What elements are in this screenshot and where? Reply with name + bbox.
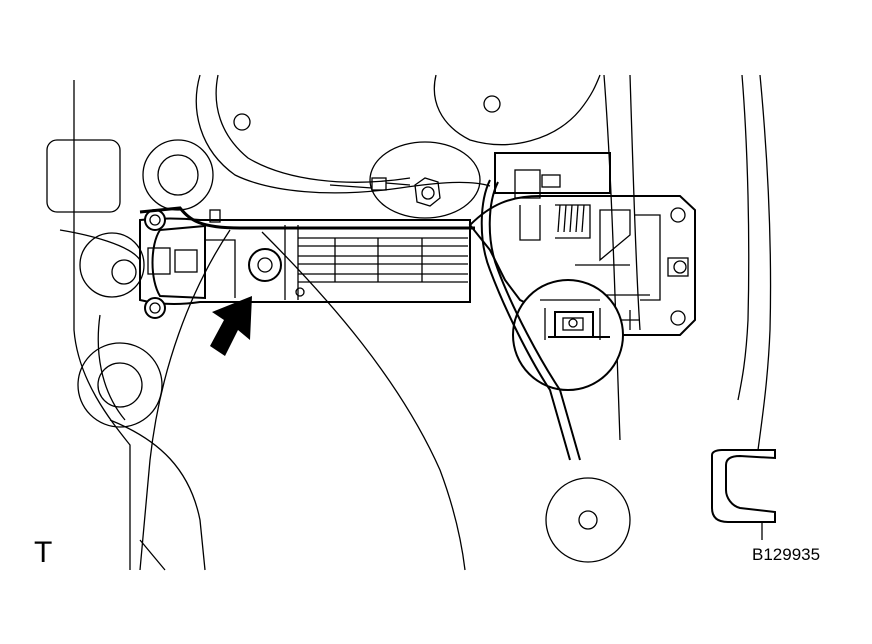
guide-curve-left — [139, 229, 231, 571]
frame-screw-lower — [144, 297, 166, 319]
control-rod-mount — [329, 141, 481, 219]
handle-ribs — [298, 237, 468, 283]
inside-handle-frame — [139, 209, 471, 306]
detail-callout-circle — [512, 279, 624, 391]
latch-spring — [557, 204, 585, 233]
guide-curve-right — [261, 231, 466, 571]
panel-hole-3 — [483, 95, 501, 113]
door-panel-outline — [59, 74, 772, 571]
panel-hole-6 — [545, 477, 631, 563]
panel-hole-2 — [233, 113, 251, 131]
illustration-code: B129935 — [752, 545, 821, 564]
detail-latch-view — [540, 299, 640, 340]
mounting-bolt — [248, 248, 282, 282]
service-hole-rect — [46, 139, 121, 213]
view-label: T — [34, 536, 53, 569]
direction-arrow — [210, 296, 252, 356]
striker-bracket — [711, 449, 776, 540]
frame-screw-upper — [144, 209, 166, 231]
panel-hole-1 — [142, 139, 214, 211]
panel-hole-5 — [77, 342, 163, 428]
control-cable — [480, 179, 581, 461]
panel-hole-4 — [79, 232, 145, 298]
